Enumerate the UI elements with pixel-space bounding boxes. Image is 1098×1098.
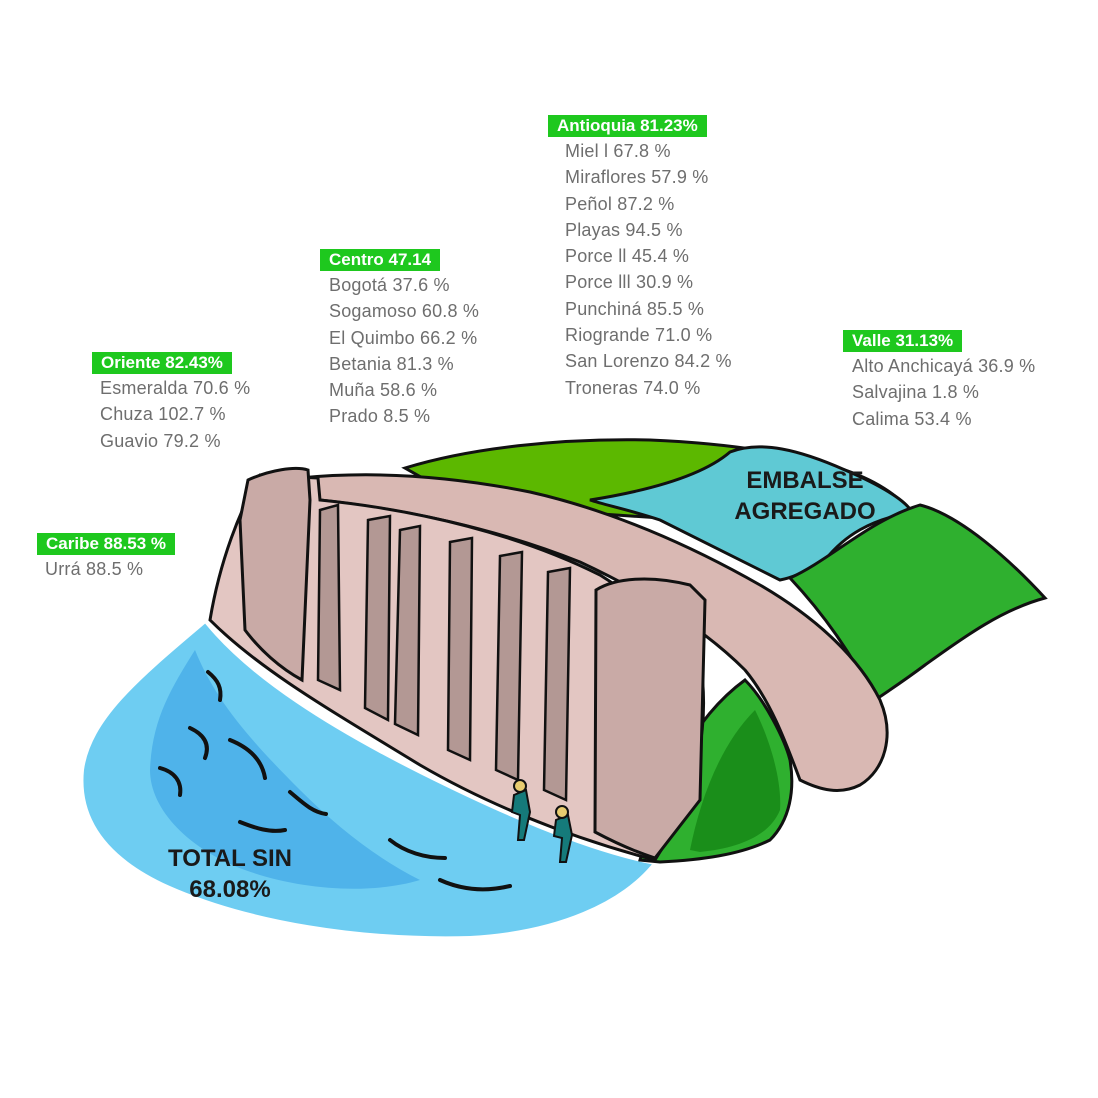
reservoir-list-caribe: Urrá 88.5 % (45, 556, 175, 582)
region-badge-caribe: Caribe 88.53 % (37, 533, 176, 555)
reservoir-list-centro: Bogotá 37.6 % Sogamoso 60.8 % El Quimbo … (329, 272, 479, 430)
embalse-agregado-label: EMBALSE AGREGADO (715, 465, 895, 527)
list-item: Bogotá 37.6 % (329, 275, 450, 295)
list-item: Troneras 74.0 % (565, 377, 701, 398)
list-item: Punchiná 85.5 % (565, 298, 705, 319)
list-item: Alto Anchicayá 36.9 % (852, 356, 1036, 376)
reservoir-list-valle: Alto Anchicayá 36.9 % Salvajina 1.8 % Ca… (852, 353, 1035, 432)
list-item: Miraflores 57.9 % (565, 167, 709, 188)
list-item: Muña 58.6 % (329, 380, 438, 401)
total-sin-label: TOTAL SIN 68.08% (140, 843, 320, 905)
region-oriente: Oriente 82.43% Esmeralda 70.6 % Chuza 10… (92, 352, 250, 454)
grass-shadow (690, 710, 781, 852)
list-item: Sogamoso 60.8 % (329, 301, 480, 322)
reservoir-list-oriente: Esmeralda 70.6 % Chuza 102.7 % Guavio 79… (100, 375, 250, 454)
reservoir-list-antioquia: Miel l 67.8 % Miraflores 57.9 % Peñol 87… (565, 138, 732, 401)
region-antioquia: Antioquia 81.23% Miel l 67.8 % Miraflore… (548, 115, 732, 401)
total-line1: TOTAL SIN (167, 845, 292, 872)
region-caribe: Caribe 88.53 % Urrá 88.5 % (37, 533, 176, 582)
region-valle: Valle 31.13% Alto Anchicayá 36.9 % Salva… (843, 330, 1035, 432)
embalse-line2: AGREGADO (734, 498, 876, 525)
list-item: Porce ll 45.4 % (565, 246, 690, 267)
list-item: Porce lll 30.9 % (565, 272, 694, 293)
total-line2: 68.08% (189, 876, 271, 903)
list-item: Esmeralda 70.6 % (100, 378, 251, 398)
left-tower (238, 466, 312, 683)
region-badge-oriente: Oriente 82.43% (92, 352, 232, 374)
list-item: Betania 81.3 % (329, 353, 454, 374)
list-item: Urrá 88.5 % (45, 559, 144, 579)
list-item: Peñol 87.2 % (565, 193, 675, 214)
list-item: Prado 8.5 % (329, 406, 431, 427)
list-item: Calima 53.4 % (852, 408, 972, 429)
list-item: San Lorenzo 84.2 % (565, 351, 732, 372)
dam-buttresses (316, 503, 572, 802)
worker-figures (510, 779, 574, 863)
list-item: Riogrande 71.0 % (565, 325, 713, 346)
list-item: Miel l 67.8 % (565, 141, 671, 161)
river-waves (158, 670, 512, 892)
right-tower (593, 577, 707, 860)
list-item: Chuza 102.7 % (100, 404, 226, 425)
list-item: El Quimbo 66.2 % (329, 327, 478, 348)
embalse-line1: EMBALSE (746, 467, 864, 494)
river-deep (150, 650, 420, 889)
dam-crest (296, 473, 889, 792)
list-item: Guavio 79.2 % (100, 430, 221, 451)
region-badge-antioquia: Antioquia 81.23% (548, 115, 707, 137)
region-centro: Centro 47.14 Bogotá 37.6 % Sogamoso 60.8… (320, 249, 479, 430)
region-badge-valle: Valle 31.13% (843, 330, 963, 352)
list-item: Salvajina 1.8 % (852, 382, 980, 403)
region-badge-centro: Centro 47.14 (320, 249, 441, 271)
list-item: Playas 94.5 % (565, 219, 683, 240)
